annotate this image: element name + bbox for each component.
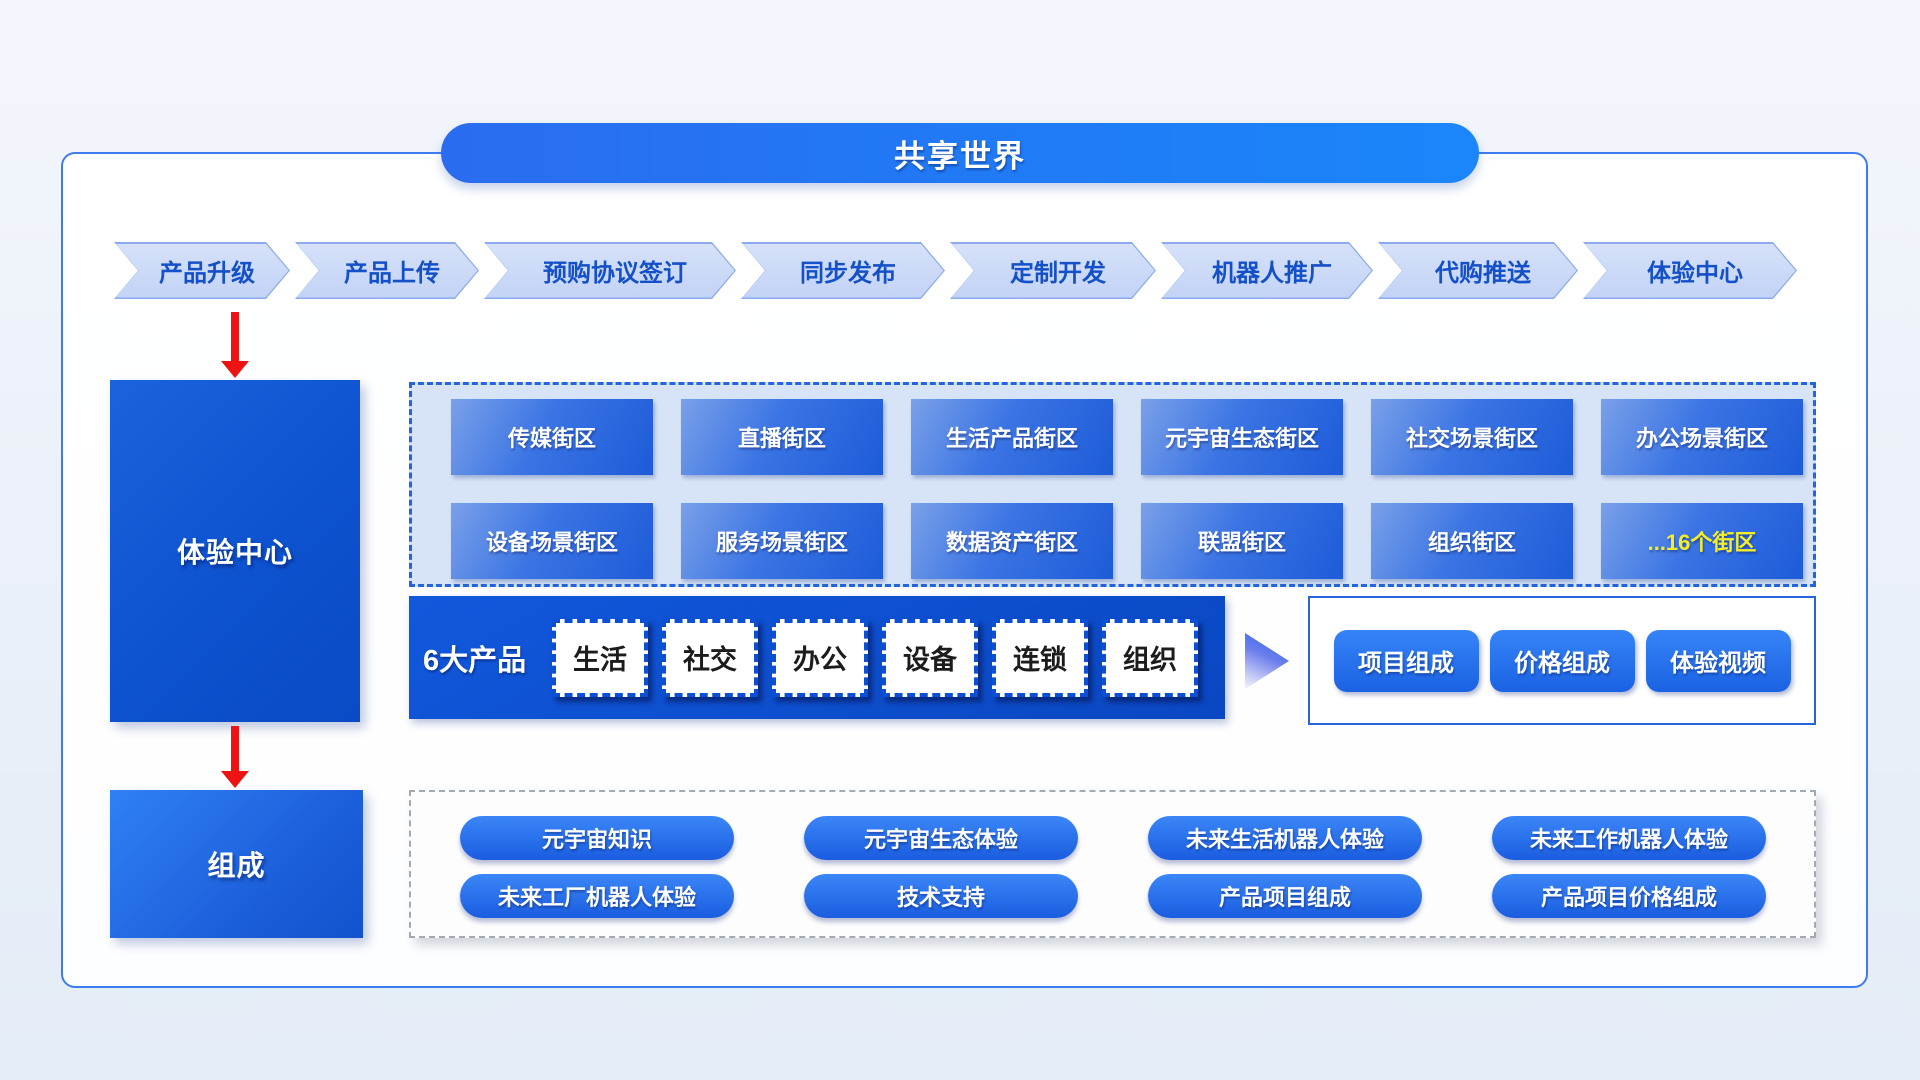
pill-label: 产品项目组成: [1218, 885, 1351, 910]
product-label: 生活: [573, 645, 627, 675]
street-organization: 组织街区: [1371, 503, 1573, 579]
arrow-head: [221, 361, 249, 378]
panel-button-label: 体验视频: [1670, 650, 1766, 677]
pill-label: 未来工作机器人体验: [1529, 827, 1728, 852]
street-label: 元宇宙生态街区: [1164, 426, 1319, 451]
pill-label: 产品项目价格组成: [1540, 885, 1717, 910]
composition-pills: 元宇宙知识 元宇宙生态体验 未来生活机器人体验 未来工作机器人体验 未来工厂机器…: [460, 816, 1814, 918]
product-device: 设备: [882, 618, 978, 697]
street-label: 社交场景街区: [1405, 426, 1538, 451]
street-alliance: 联盟街区: [1141, 503, 1343, 579]
pill-label: 元宇宙生态体验: [863, 827, 1018, 852]
experience-center-label: 体验中心: [176, 537, 293, 568]
street-label: 联盟街区: [1197, 530, 1286, 555]
process-step-label: 产品上传: [344, 260, 440, 287]
street-label: 传媒街区: [507, 426, 596, 451]
street-label: 服务场景街区: [715, 530, 848, 555]
street-office-scene: 办公场景街区: [1601, 399, 1803, 475]
product-chain: 连锁: [992, 618, 1088, 697]
product-label: 社交: [683, 645, 737, 675]
process-flow: 产品升级 产品上传 预购协议签订 同步发布 定制开发 机器人推广 代购推送 体验…: [114, 242, 1797, 299]
process-step-label: 机器人推广: [1212, 260, 1332, 287]
six-products-band: 6大产品 生活 社交 办公 设备 连锁 组织: [409, 596, 1225, 719]
product-label: 办公: [793, 645, 847, 675]
street-device-scene: 设备场景街区: [451, 503, 653, 579]
six-products-label: 6大产品: [423, 644, 527, 677]
page-title: 共享世界: [894, 138, 1026, 174]
composition-container: 元宇宙知识 元宇宙生态体验 未来生活机器人体验 未来工作机器人体验 未来工厂机器…: [409, 790, 1816, 938]
process-step-label: 产品升级: [159, 260, 255, 287]
street-label: 组织街区: [1427, 530, 1516, 555]
product-organization: 组织: [1102, 618, 1198, 697]
street-label: 数据资产街区: [945, 530, 1078, 555]
pill-metaverse-eco-experience: 元宇宙生态体验: [804, 816, 1078, 860]
process-step-label: 同步发布: [800, 260, 896, 287]
street-livestream: 直播街区: [681, 399, 883, 475]
panel-button-label: 项目组成: [1358, 650, 1454, 677]
street-service-scene: 服务场景街区: [681, 503, 883, 579]
street-more-count: ...16个街区: [1601, 503, 1803, 579]
experience-center-block: 体验中心: [110, 380, 360, 722]
down-arrow-icon: [221, 726, 249, 788]
title-banner: 共享世界: [441, 123, 1479, 183]
experience-video-button: 体验视频: [1645, 629, 1791, 692]
process-step-custom-dev: 定制开发: [950, 242, 1156, 299]
streets-grid: 传媒街区 直播街区 生活产品街区 元宇宙生态街区 社交场景街区 办公场景街区 设…: [451, 399, 1813, 579]
product-boxes: 生活 社交 办公 设备 连锁 组织: [552, 618, 1198, 697]
process-step-product-upgrade: 产品升级: [114, 242, 290, 299]
process-step-purchase-push: 代购推送: [1378, 242, 1578, 299]
project-composition-button: 项目组成: [1333, 629, 1479, 692]
pill-future-work-robot: 未来工作机器人体验: [1492, 816, 1766, 860]
street-life-products: 生活产品街区: [911, 399, 1113, 475]
product-life: 生活: [552, 618, 648, 697]
process-step-sync-release: 同步发布: [741, 242, 945, 299]
arrow-head: [221, 771, 249, 788]
pill-product-project-price: 产品项目价格组成: [1492, 874, 1766, 918]
process-step-label: 预购协议签订: [543, 260, 687, 287]
process-step-robot-promotion: 机器人推广: [1161, 242, 1373, 299]
street-more-label: ...16个街区: [1647, 530, 1757, 555]
composition-block: 组成: [110, 790, 363, 938]
streets-container: 传媒街区 直播街区 生活产品街区 元宇宙生态街区 社交场景街区 办公场景街区 设…: [409, 382, 1816, 587]
down-arrow-icon: [221, 312, 249, 378]
street-data-assets: 数据资产街区: [911, 503, 1113, 579]
street-social-scene: 社交场景街区: [1371, 399, 1573, 475]
street-media: 传媒街区: [451, 399, 653, 475]
pill-future-factory-robot: 未来工厂机器人体验: [460, 874, 734, 918]
process-step-product-upload: 产品上传: [295, 242, 479, 299]
pill-label: 未来工厂机器人体验: [497, 885, 696, 910]
street-label: 直播街区: [737, 426, 826, 451]
product-office: 办公: [772, 618, 868, 697]
product-label: 设备: [903, 645, 957, 675]
street-label: 设备场景街区: [485, 530, 618, 555]
process-step-preorder-agreement: 预购协议签订: [484, 242, 736, 299]
pill-future-life-robot: 未来生活机器人体验: [1148, 816, 1422, 860]
product-label: 组织: [1123, 645, 1177, 675]
pill-label: 技术支持: [896, 885, 985, 910]
arrow-shaft: [231, 312, 239, 362]
pill-product-project-composition: 产品项目组成: [1148, 874, 1422, 918]
pill-label: 未来生活机器人体验: [1185, 827, 1384, 852]
street-label: 办公场景街区: [1635, 426, 1768, 451]
process-step-experience-center: 体验中心: [1583, 242, 1797, 299]
panel-button-label: 价格组成: [1514, 650, 1610, 677]
process-step-label: 体验中心: [1647, 260, 1743, 287]
pill-label: 元宇宙知识: [541, 827, 652, 852]
price-composition-button: 价格组成: [1489, 629, 1635, 692]
product-label: 连锁: [1013, 645, 1067, 675]
street-label: 生活产品街区: [945, 426, 1078, 451]
detail-panel: 项目组成 价格组成 体验视频: [1308, 596, 1816, 725]
process-step-label: 定制开发: [1010, 260, 1106, 287]
process-step-label: 代购推送: [1435, 260, 1531, 287]
composition-label: 组成: [207, 850, 266, 881]
pill-metaverse-knowledge: 元宇宙知识: [460, 816, 734, 860]
product-social: 社交: [662, 618, 758, 697]
street-metaverse-eco: 元宇宙生态街区: [1141, 399, 1343, 475]
arrow-shaft: [231, 726, 239, 772]
pill-tech-support: 技术支持: [804, 874, 1078, 918]
